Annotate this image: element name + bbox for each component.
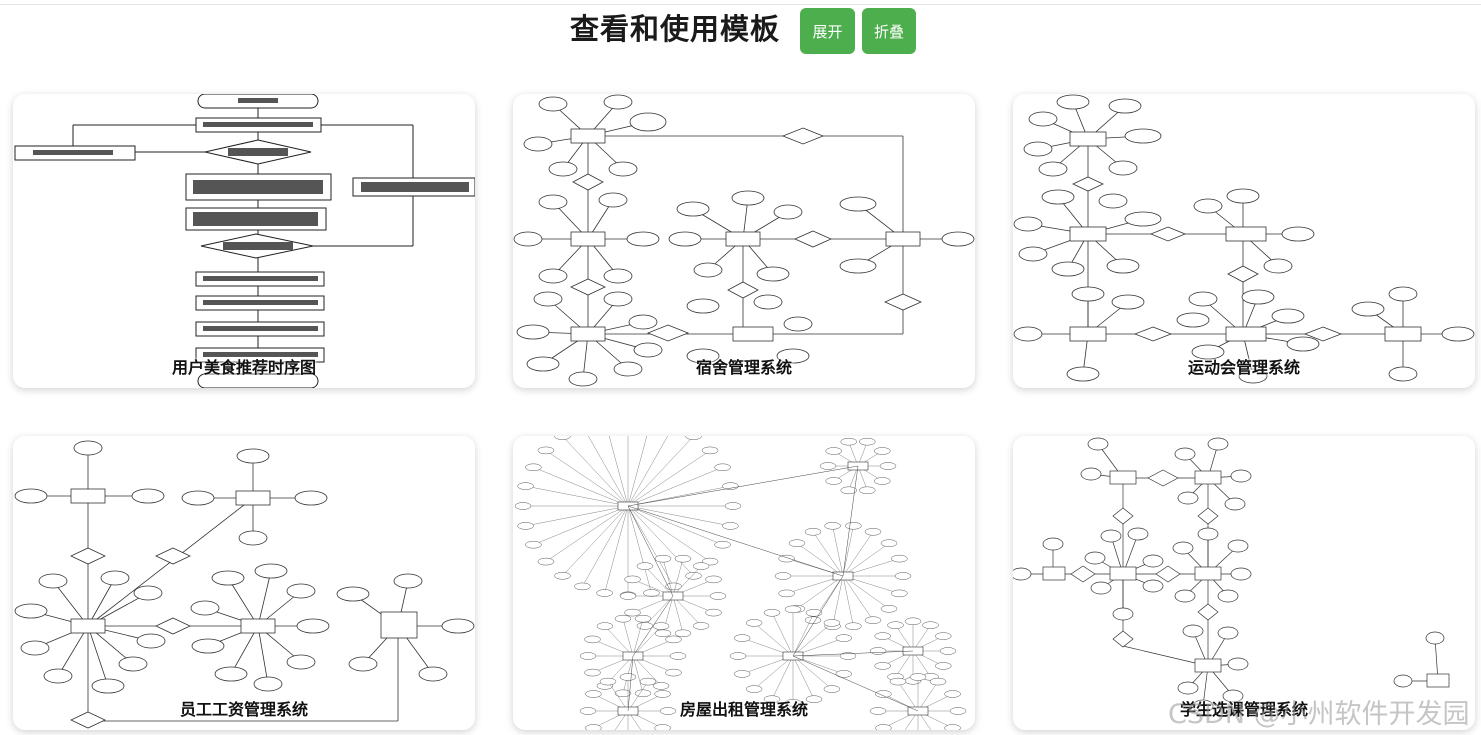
expand-button[interactable]: 展开 xyxy=(800,8,855,54)
flowchart-thumbnail xyxy=(14,94,475,388)
er-diagram-thumbnail xyxy=(513,94,975,387)
er-diagram-thumbnail xyxy=(514,436,967,730)
card-title: 运动会管理系统 xyxy=(1187,358,1300,377)
template-card-sports-meet[interactable]: 运动会管理系统 xyxy=(1013,94,1475,388)
template-card-course-selection[interactable]: 学生选课管理系统 xyxy=(1013,436,1475,730)
er-diagram-thumbnail xyxy=(14,440,475,729)
card-title: 宿舍管理系统 xyxy=(695,358,792,377)
er-diagram-thumbnail xyxy=(1013,94,1475,384)
template-card-food-sequence[interactable]: 用户美食推荐时序图 xyxy=(13,94,475,388)
page-title: 查看和使用模板 xyxy=(570,12,781,46)
collapse-button[interactable]: 折叠 xyxy=(862,8,916,54)
card-title: 房屋出租管理系统 xyxy=(679,700,808,719)
template-card-dormitory[interactable]: 宿舍管理系统 xyxy=(513,94,975,388)
page-header: 查看和使用模板 展开 折叠 xyxy=(0,8,1481,54)
template-card-salary[interactable]: 员工工资管理系统 xyxy=(13,436,475,730)
er-diagram-thumbnail xyxy=(1013,437,1450,713)
card-title: 用户美食推荐时序图 xyxy=(171,358,316,377)
card-title: 学生选课管理系统 xyxy=(1179,700,1308,719)
watermark: CSDN @小州软件开发园 xyxy=(1168,699,1470,730)
template-card-house-rental[interactable]: 房屋出租管理系统 xyxy=(513,436,975,730)
card-title: 员工工资管理系统 xyxy=(179,700,308,719)
top-divider xyxy=(0,4,1481,5)
